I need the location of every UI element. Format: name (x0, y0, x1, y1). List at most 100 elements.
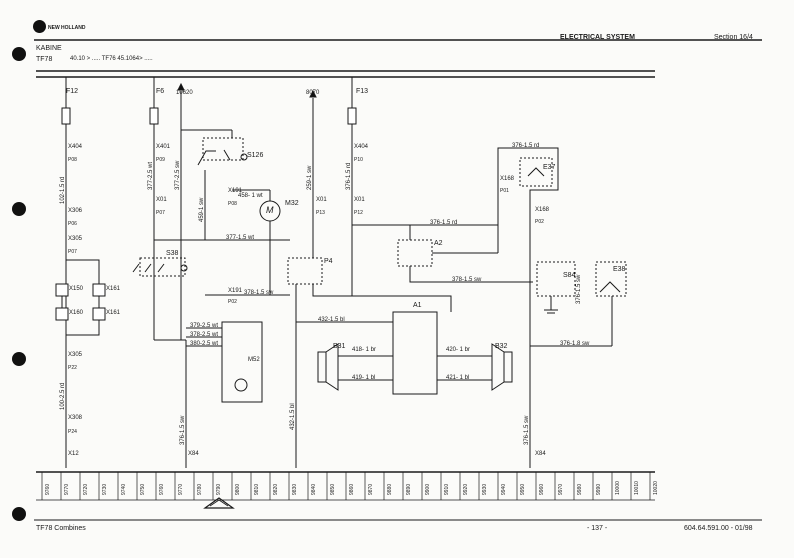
scale-label: 9790 (216, 483, 222, 495)
fuse-f12: F12 (66, 88, 79, 95)
wire-432: 432-1.5 bl (318, 317, 345, 323)
conn-x84b: X84 (535, 451, 546, 457)
conn-p10: P10 (354, 157, 363, 163)
fuse-f13: F13 (356, 88, 369, 95)
conn-x168b: X168 (535, 207, 550, 213)
conn-p07b: P07 (156, 210, 165, 216)
conn-x01c: X01 (354, 197, 365, 203)
conn-x84a: X84 (188, 451, 199, 457)
conn-p06: P06 (68, 221, 77, 227)
binder-hole-3 (12, 352, 26, 366)
wire-379: 379-2.5 wt (190, 323, 219, 329)
scale-label: 9890 (406, 483, 412, 495)
conn-x404a: X404 (68, 144, 83, 150)
conn-p02b: P02 (535, 219, 544, 225)
scale-label: 9910 (444, 483, 450, 495)
scale-label: 9970 (558, 483, 564, 495)
conn-x12: X12 (68, 451, 79, 457)
wire-376-18: 376-1.8 sw (560, 341, 590, 347)
scale-label: 9810 (254, 483, 260, 495)
wire-v-e38: 376-1.5 sw (576, 274, 582, 304)
wire-421: 421- 1 bl (446, 375, 470, 381)
conn-x191b: X191 (228, 288, 243, 294)
comp-e38: E38 (613, 266, 626, 273)
wire-v-x84a: 376-1.5 sw (180, 415, 186, 445)
conn-x01b: X01 (316, 197, 327, 203)
conn-p08b: P08 (228, 201, 237, 207)
wire-378-a: 378-1.5 sw (452, 277, 482, 283)
wire-v-f6: 377-2.5 wt (148, 161, 154, 190)
conn-x161a: X161 (106, 286, 121, 292)
wire-v-m32: 459-1 sw (199, 197, 205, 222)
conn-x404b: X404 (354, 144, 369, 150)
wire-458: 458- 1 wt (238, 193, 263, 199)
conn-x306: X306 (68, 208, 83, 214)
conn-x160: X160 (69, 310, 84, 316)
section-number: Section 16/4 (714, 34, 753, 41)
scale-label: 9900 (425, 483, 431, 495)
scale-label: 9720 (83, 483, 89, 495)
comp-b31: B31 (333, 343, 346, 350)
wire-v-x84b: 376-1.5 sw (524, 415, 530, 445)
scale-label: 9930 (482, 483, 488, 495)
wire-418: 418- 1 br (352, 347, 377, 353)
wire-v-f12: 102-1.5 rd (60, 176, 66, 204)
footer-page: - 137 - (587, 525, 608, 532)
scale-label: 9980 (577, 483, 583, 495)
footer-title: TF78 Combines (36, 525, 86, 532)
scale-label: 9780 (197, 483, 203, 495)
scale-label: 9950 (520, 483, 526, 495)
system-title: ELECTRICAL SYSTEM (560, 34, 635, 41)
comp-s84: S84 (563, 272, 576, 279)
conn-p08a: P08 (68, 157, 77, 163)
scale-label: 9870 (368, 483, 374, 495)
scale-label: 9850 (330, 483, 336, 495)
wire-377: 377-1.5 wt (226, 235, 255, 241)
model-label: TF78 (36, 56, 53, 63)
scale-label: 9820 (273, 483, 279, 495)
conn-p13: P13 (316, 210, 325, 216)
wire-419: 419- 1 bl (352, 375, 376, 381)
conn-x150: X150 (69, 286, 84, 292)
conn-x308: X308 (68, 415, 83, 421)
footer-docnum: 604.64.591.00 - 01/98 (684, 525, 753, 532)
scale-label: 9770 (64, 483, 70, 495)
scale-label: 9760 (45, 483, 51, 495)
conn-p02: P02 (228, 299, 237, 305)
conn-x305b: X305 (68, 352, 83, 358)
conn-x161b: X161 (106, 310, 121, 316)
scale-label: 9880 (387, 483, 393, 495)
wire-378-b: 378-1.5 sw (244, 290, 274, 296)
motor-symbol: M (266, 205, 274, 215)
conn-p01: P01 (500, 188, 509, 194)
wire-v-f13: 376-1.5 rd (346, 162, 352, 190)
conn-x401: X401 (156, 144, 171, 150)
scale-label: 10000 (615, 481, 621, 495)
comp-a1: A1 (413, 302, 422, 309)
brand-logo-icon (33, 20, 46, 33)
binder-hole-4 (12, 507, 26, 521)
wire-v-f6b: 377-2.5 sw (175, 160, 181, 190)
comp-m52: M52 (248, 357, 260, 363)
scale-label: 9860 (349, 483, 355, 495)
conn-p22: P22 (68, 365, 77, 371)
scale-label: 9920 (463, 483, 469, 495)
scale-label: 9760 (159, 483, 165, 495)
comp-a2: A2 (434, 240, 443, 247)
scale-label: 9940 (501, 483, 507, 495)
scale-label: 9740 (121, 483, 127, 495)
scale-label: 9960 (539, 483, 545, 495)
comp-e37: E37 (543, 164, 556, 171)
comp-s38: S38 (166, 250, 179, 257)
comp-p4: P4 (324, 258, 333, 265)
conn-x191a: X191 (228, 188, 243, 194)
scale-label: 9830 (292, 483, 298, 495)
serial-info: 40.10 > ..... TF76 45.1064> ..... (70, 56, 153, 62)
binder-hole-2 (12, 202, 26, 216)
conn-x01a: X01 (156, 197, 167, 203)
comp-m32: M32 (285, 200, 299, 207)
wire-420: 420- 1 br (446, 347, 471, 353)
comp-s126: S126 (247, 152, 264, 159)
wire-376-rd: 376-1.5 rd (430, 220, 458, 226)
scale-label: 10010 (634, 481, 640, 495)
